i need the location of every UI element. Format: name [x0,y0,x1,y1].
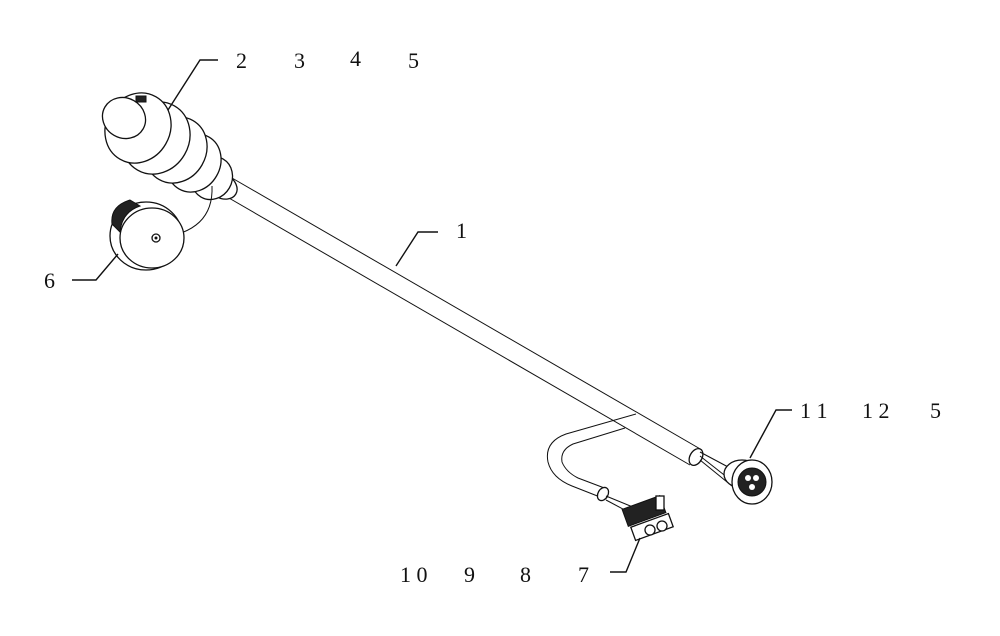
callout-7: 7 [578,562,589,587]
callout-3: 3 [294,48,305,73]
callout-5-top: 5 [408,48,419,73]
callout-9: 9 [464,562,475,587]
callout-4: 4 [350,46,361,71]
dust-cap [109,199,185,271]
small-flat-connector [605,495,675,542]
callout-11: 1 1 [800,398,828,423]
main-cable [221,177,704,467]
callout-labels: 2 3 4 5 1 6 1 1 1 2 5 1 0 9 8 7 [44,46,941,587]
branch-cable [546,413,637,502]
callout-6: 6 [44,268,55,293]
callout-8: 8 [520,562,531,587]
callout-2: 2 [236,48,247,73]
callout-12: 1 2 [862,398,890,423]
callout-1: 1 [456,218,467,243]
callout-10: 1 0 [400,562,428,587]
small-round-connector [699,451,773,505]
leader-lines [72,59,792,573]
callout-5-right: 5 [930,398,941,423]
main-connector [101,92,238,201]
